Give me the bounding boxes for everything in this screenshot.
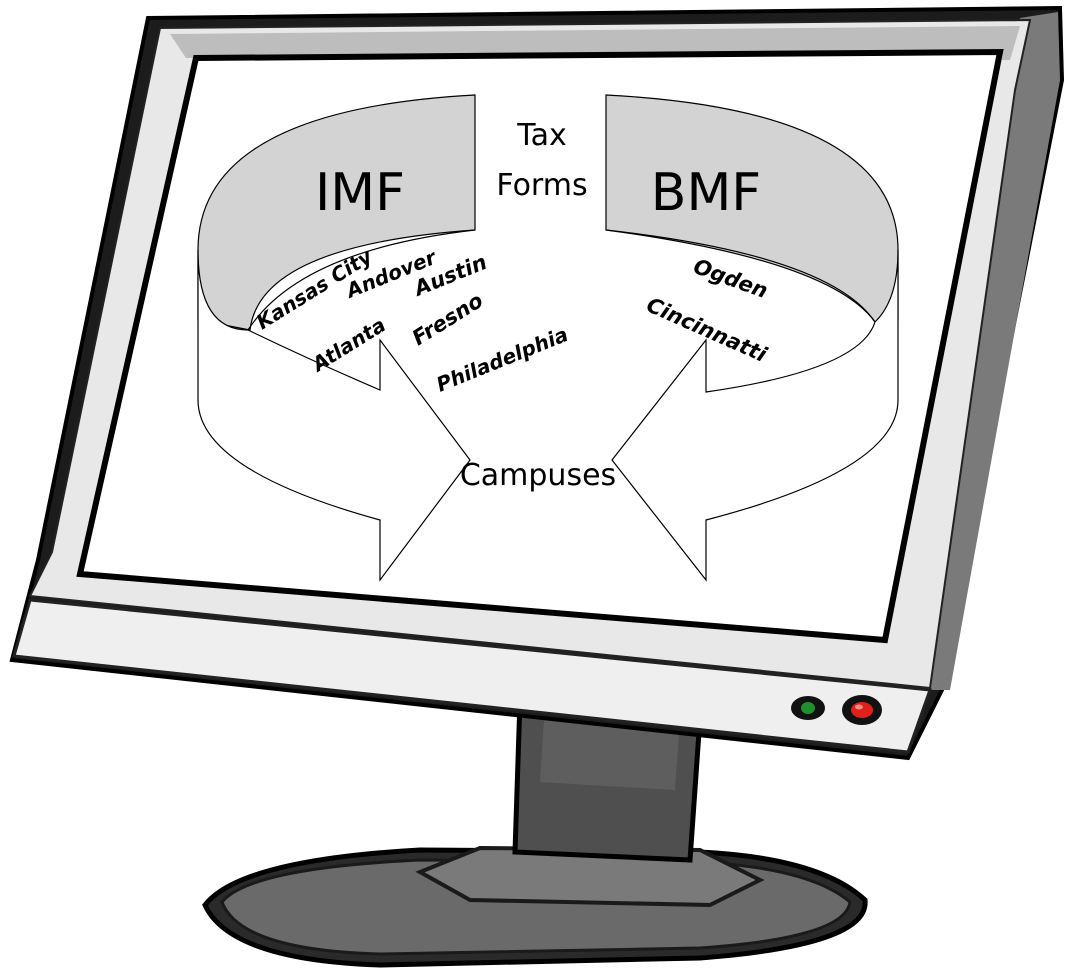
- campuses-label: Campuses: [460, 458, 616, 493]
- tax-forms-line1: Tax: [516, 118, 567, 153]
- indicator-lights: [791, 695, 882, 725]
- imf-arrow-body: [197, 249, 471, 582]
- bmf-arrow-body: [611, 249, 899, 582]
- bmf-title: BMF: [651, 163, 761, 223]
- monitor-bottom-panel: [12, 598, 933, 754]
- stand-base-top: [415, 845, 765, 908]
- tax-forms-line2: Forms: [496, 168, 587, 203]
- monitor-stand: [202, 697, 868, 968]
- monitor-right-side: [920, 12, 1060, 690]
- imf-inner-curve: [247, 229, 476, 331]
- red-light-icon: [851, 702, 873, 718]
- imf-title: IMF: [315, 163, 405, 223]
- green-light-icon: [801, 702, 815, 714]
- bmf-inner-curve: [605, 229, 876, 323]
- red-light-glint: [855, 704, 863, 710]
